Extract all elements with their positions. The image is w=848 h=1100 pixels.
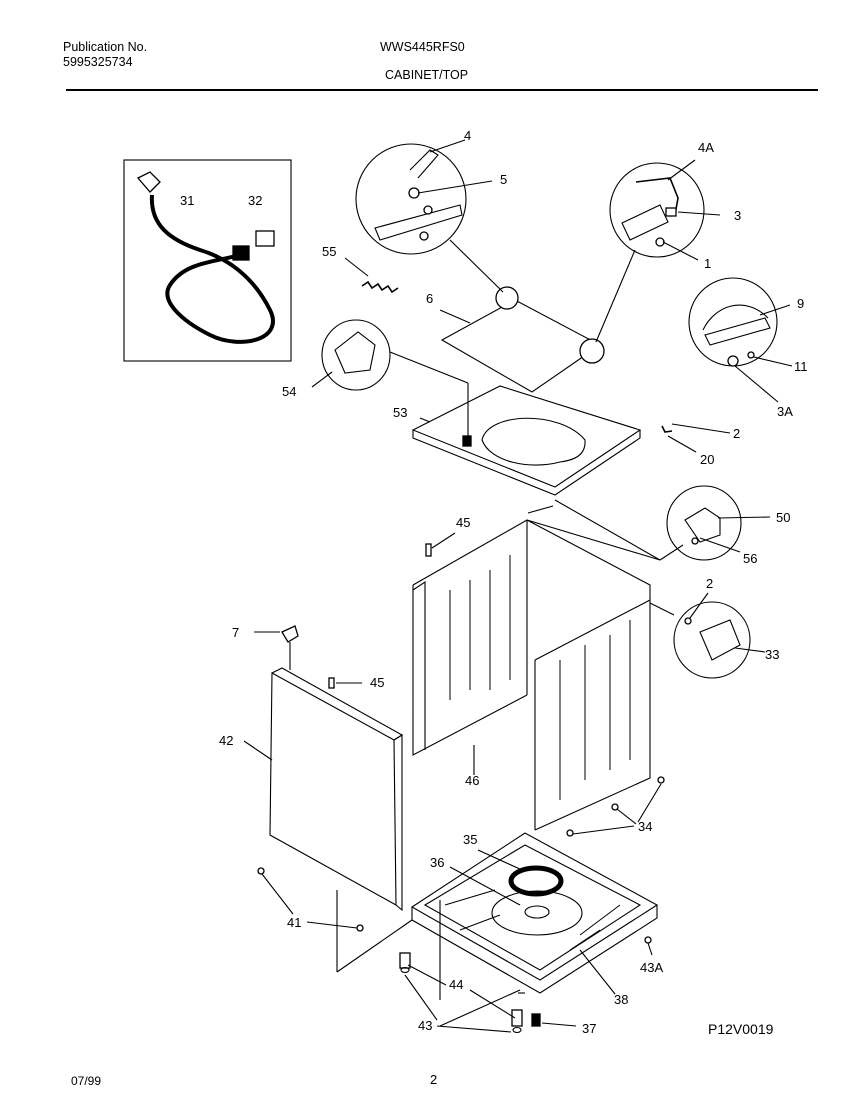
lid-bumper-inset (311, 319, 469, 440)
switch-detail-inset (688, 277, 793, 403)
callout-56: 56 (743, 551, 757, 566)
header-divider (66, 89, 818, 91)
callout-31: 31 (180, 193, 194, 208)
bracket-inset (649, 592, 766, 679)
spring-part (344, 257, 399, 294)
callout-33: 33 (765, 647, 779, 662)
callout-37: 37 (582, 1021, 596, 1036)
callout-1: 1 (704, 256, 711, 271)
callout-46: 46 (465, 773, 479, 788)
lid-lock-inset (666, 485, 771, 561)
model-number: WWS445RFS0 (380, 40, 465, 54)
callout-9: 9 (797, 296, 804, 311)
callout-41: 41 (287, 915, 301, 930)
hinge-detail-inset-right (609, 159, 721, 261)
cabinet-top (411, 385, 731, 496)
drawing-id: P12V0019 (708, 1021, 774, 1037)
callout-50: 50 (776, 510, 790, 525)
callout-44: 44 (449, 977, 463, 992)
callout-54: 54 (282, 384, 296, 399)
hinge-detail-inset (355, 139, 493, 255)
callout-43: 43 (418, 1018, 432, 1033)
callout-45: 45 (456, 515, 470, 530)
callout-45-b: 45 (370, 675, 384, 690)
callout-35: 35 (463, 832, 477, 847)
cabinet-base (336, 776, 665, 1000)
callout-11: 11 (794, 359, 808, 374)
lid-panel (439, 239, 636, 393)
callout-42: 42 (219, 733, 233, 748)
front-panel (243, 625, 404, 932)
callout-32: 32 (248, 193, 262, 208)
callout-43A: 43A (640, 960, 663, 975)
page-number: 2 (430, 1072, 437, 1087)
section-title: CABINET/TOP (385, 68, 469, 82)
power-cord-inset (123, 159, 292, 362)
callout-7: 7 (232, 625, 239, 640)
callout-4A: 4A (698, 140, 714, 155)
callout-34: 34 (638, 819, 652, 834)
callout-5: 5 (500, 172, 507, 187)
publication-label: Publication No. (63, 40, 148, 54)
leveling-legs (399, 952, 577, 1034)
callout-2-b: 2 (706, 576, 713, 591)
publication-number: 5995325734 (63, 55, 133, 69)
callout-38: 38 (614, 992, 628, 1007)
callout-4: 4 (464, 128, 471, 143)
callout-2: 2 (733, 426, 740, 441)
callout-55: 55 (322, 244, 336, 259)
cabinet-body (412, 499, 684, 831)
callout-3A: 3A (777, 404, 793, 419)
callout-36: 36 (430, 855, 444, 870)
callout-53: 53 (393, 405, 407, 420)
callout-6: 6 (426, 291, 433, 306)
callout-20: 20 (700, 452, 714, 467)
footer-date: 07/99 (71, 1074, 101, 1088)
callout-3: 3 (734, 208, 741, 223)
